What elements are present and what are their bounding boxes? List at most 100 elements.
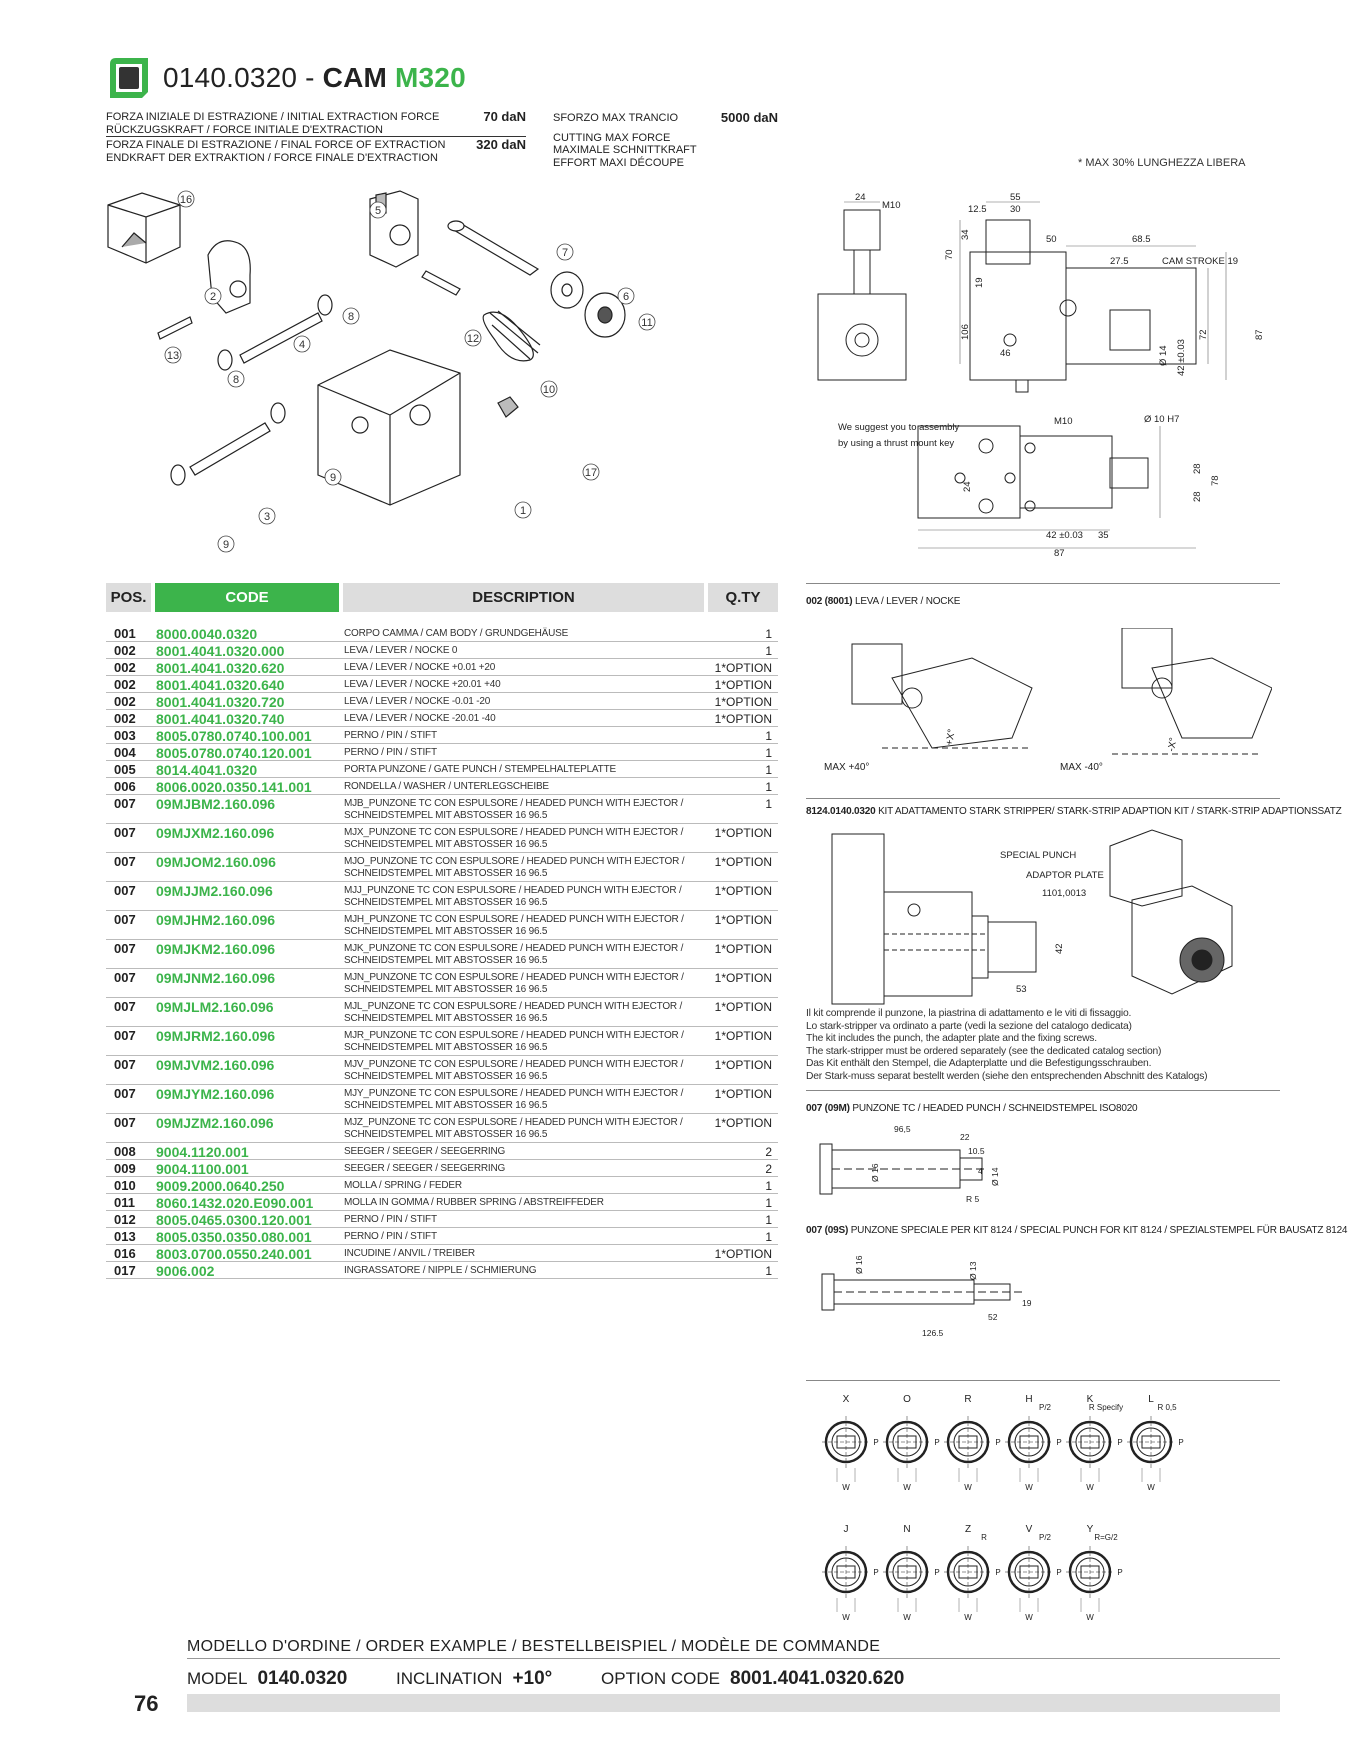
shape-letter: J <box>844 1524 849 1535</box>
cell-qty: 1 <box>706 1176 778 1194</box>
callout-6: 6 <box>623 291 629 303</box>
col-pos-header: POS. <box>106 583 153 612</box>
shape-profile: RWP <box>944 1394 1001 1492</box>
cell-pos: 007 <box>106 1084 153 1114</box>
callout-10: 10 <box>543 384 555 396</box>
cell-code: 9004.1120.001 <box>153 1142 341 1160</box>
shape-dim-w: W <box>903 1483 911 1492</box>
col-qty-header: Q.TY <box>704 583 778 612</box>
page-number: 76 <box>134 1691 159 1716</box>
callout-4: 4 <box>299 339 305 351</box>
svg-text:68.5: 68.5 <box>1132 234 1151 245</box>
svg-text:by using a thrust mount key: by using a thrust mount key <box>838 438 954 449</box>
cell-qty: 1*OPTION <box>706 997 778 1027</box>
final-force-label: FORZA FINALE DI ESTRAZIONE / FINAL FORCE… <box>106 139 446 151</box>
svg-text:Ø 13: Ø 13 <box>968 1261 978 1280</box>
cell-desc: LEVA / LEVER / NOCKE 0 <box>341 641 706 659</box>
shape-dim-w: W <box>1025 1483 1033 1492</box>
shape-dim-w: W <box>903 1613 911 1622</box>
cell-pos: 009 <box>106 1159 153 1177</box>
shape-dim-w: W <box>842 1613 850 1622</box>
col-desc-header: DESCRIPTION <box>339 583 706 612</box>
svg-text:MAX -40°: MAX -40° <box>1060 762 1103 773</box>
cell-code: 8005.0780.0740.120.001 <box>153 743 341 761</box>
shape-letter: L <box>1148 1394 1154 1405</box>
svg-text:1101,0013: 1101,0013 <box>1042 888 1086 899</box>
cell-pos: 002 <box>106 709 153 727</box>
cell-desc: LEVA / LEVER / NOCKE -20.01 -40 <box>341 709 706 727</box>
shape-letter: O <box>903 1394 911 1405</box>
callout-12: 12 <box>467 333 479 345</box>
svg-text:50: 50 <box>1046 234 1057 245</box>
shape-profile: VP/2WP <box>1005 1524 1062 1622</box>
cell-code: 09MJYM2.160.096 <box>153 1084 341 1114</box>
model-value: 0140.0320 <box>257 1668 348 1689</box>
cell-code: 09MJJM2.160.096 <box>153 881 341 911</box>
dimension-drawing: 24 M10 55 12.5 30 34 70 50 68.5 19 27.5 … <box>817 192 1265 559</box>
inclination-label: INCLINATION <box>396 1669 503 1688</box>
lever-angle-drawing: MAX +40° +X° MAX -40° -X° <box>824 628 1272 773</box>
svg-text:28: 28 <box>1192 463 1203 474</box>
cell-code: 09MJXM2.160.096 <box>153 823 341 853</box>
cell-code: 09MJNM2.160.096 <box>153 968 341 998</box>
svg-text:CAM STROKE 19: CAM STROKE 19 <box>1162 256 1238 267</box>
svg-text:M10: M10 <box>882 200 900 211</box>
svg-text:70: 70 <box>944 249 955 260</box>
shape-dim-p: P <box>934 1438 939 1447</box>
cell-desc: MJO_PUNZONE TC CON ESPULSORE / HEADED PU… <box>341 852 706 882</box>
svg-text:87: 87 <box>1254 329 1265 340</box>
cell-qty: 1*OPTION <box>706 968 778 998</box>
callout-11: 11 <box>641 317 652 329</box>
shape-extra-label: R=G/2 <box>1094 1533 1118 1542</box>
shape-letter: R <box>964 1394 971 1405</box>
svg-text:Ø 14: Ø 14 <box>990 1167 1000 1186</box>
shape-letter: Z <box>965 1524 971 1535</box>
shape-dim-p: P <box>1056 1568 1061 1577</box>
svg-text:4: 4 <box>978 1166 983 1176</box>
cell-pos: 013 <box>106 1227 153 1245</box>
svg-text:19: 19 <box>1022 1298 1032 1308</box>
cell-desc: MJZ_PUNZONE TC CON ESPULSORE / HEADED PU… <box>341 1113 706 1143</box>
shape-extra-label: R 0,5 <box>1157 1403 1177 1412</box>
cell-pos: 007 <box>106 823 153 853</box>
shape-dim-p: P <box>1117 1438 1122 1447</box>
svg-text:96,5: 96,5 <box>894 1124 911 1134</box>
cell-desc: PERNO / PIN / STIFT <box>341 1210 706 1228</box>
shape-letter: H <box>1025 1394 1032 1405</box>
cell-qty: 1 <box>706 1227 778 1245</box>
lever-section-title: 002 (8001) LEVA / LEVER / NOCKE <box>806 596 961 607</box>
svg-text:R 5: R 5 <box>966 1194 980 1204</box>
cell-qty: 1*OPTION <box>706 1113 778 1143</box>
option-code-label: OPTION CODE <box>601 1669 721 1688</box>
cell-pos: 007 <box>106 968 153 998</box>
cell-desc: MJV_PUNZONE TC CON ESPULSORE / HEADED PU… <box>341 1055 706 1085</box>
cell-pos: 007 <box>106 794 153 824</box>
shape-extra-label: P/2 <box>1039 1403 1052 1412</box>
initial-force-value: 70 daN <box>483 109 526 124</box>
svg-text:42: 42 <box>1054 943 1065 954</box>
svg-text:126.5: 126.5 <box>922 1328 944 1338</box>
svg-text:10.5: 10.5 <box>968 1146 985 1156</box>
cell-pos: 007 <box>106 1113 153 1143</box>
shape-profile: XWP <box>822 1394 879 1492</box>
cell-pos: 007 <box>106 881 153 911</box>
svg-text:78: 78 <box>1210 475 1221 486</box>
extraction-forces: FORZA INIZIALE DI ESTRAZIONE / INITIAL E… <box>106 109 526 164</box>
special-punch-section-title: 007 (09S) PUNZONE SPECIALE PER KIT 8124 … <box>806 1225 1348 1236</box>
cell-code: 8001.4041.0320.000 <box>153 641 341 659</box>
shape-profile: YR=G/2WP <box>1066 1524 1123 1622</box>
shape-profile: O W P <box>883 1394 940 1492</box>
section-divider <box>806 1090 1280 1091</box>
final-force-value: 320 daN <box>476 137 526 152</box>
svg-text:Ø 14: Ø 14 <box>1158 345 1169 366</box>
